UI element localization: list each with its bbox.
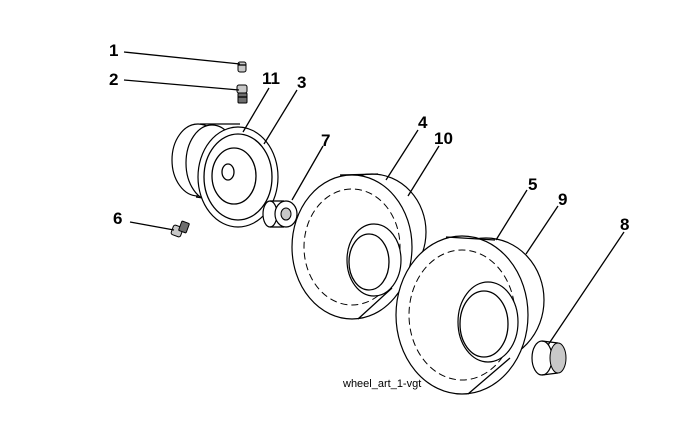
front-tire-part — [291, 173, 427, 320]
rear-tire-part — [395, 235, 545, 395]
callout-10: 10 — [434, 129, 453, 148]
callout-7: 7 — [321, 131, 330, 150]
callout-11: 11 — [262, 69, 280, 88]
callout-2: 2 — [109, 70, 118, 89]
valve-stem-part — [236, 84, 248, 104]
wheel-rim-part — [171, 123, 279, 228]
callout-5: 5 — [528, 175, 537, 194]
figure-caption: wheel_art_1-vgt — [342, 378, 421, 390]
hub-cap-part — [531, 340, 567, 376]
callout-6: 6 — [113, 209, 122, 228]
valve-cap-part — [237, 61, 247, 73]
callout-1: 1 — [109, 41, 118, 60]
callout-9: 9 — [558, 190, 567, 209]
callout-8: 8 — [620, 215, 629, 234]
bushing-part — [262, 200, 298, 228]
grease-fitting-part — [170, 220, 190, 238]
callout-4: 4 — [418, 113, 428, 132]
leader-lines — [123, 51, 625, 346]
callout-3: 3 — [297, 73, 306, 92]
